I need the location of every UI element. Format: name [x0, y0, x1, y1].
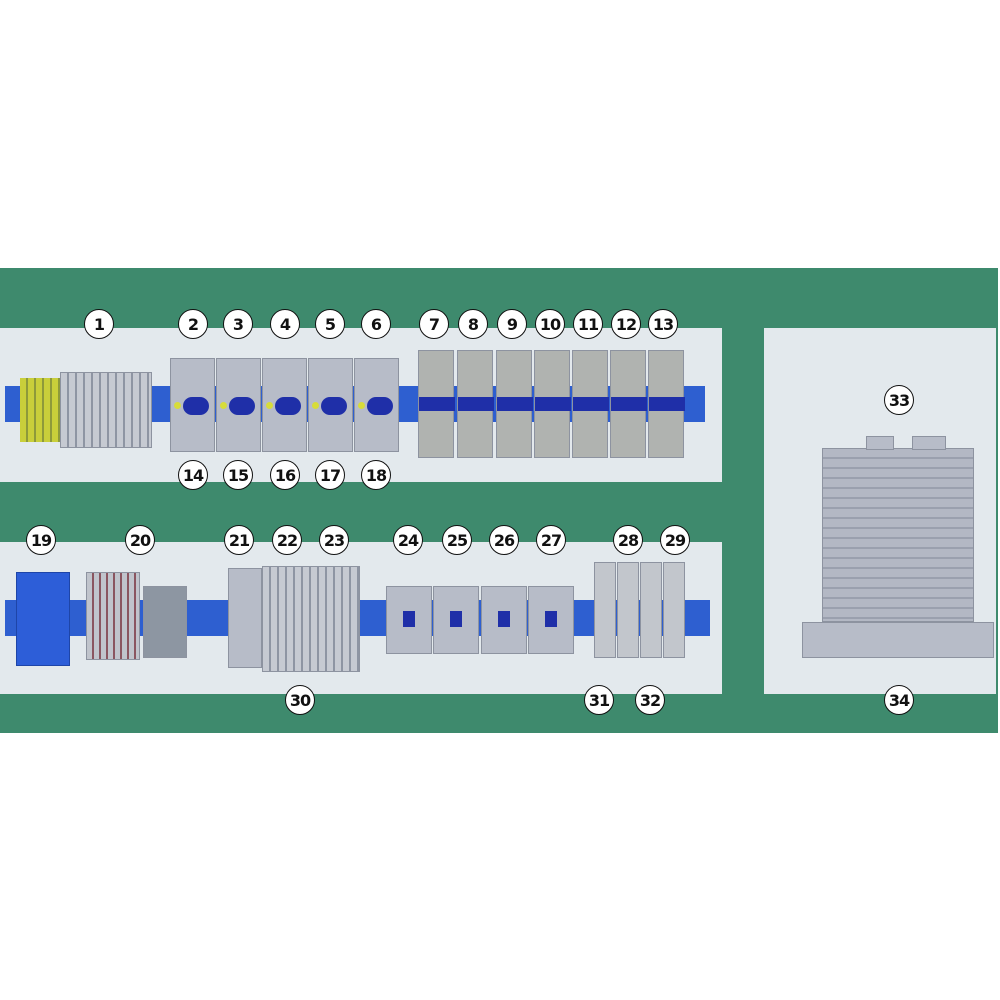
- contactor: [528, 586, 574, 654]
- contactor-window-icon: [403, 611, 415, 627]
- callout-label: 27: [536, 525, 566, 555]
- drive-base: [802, 622, 994, 658]
- indicator-icon: [174, 402, 181, 409]
- breaker-toggle-icon: [458, 397, 494, 411]
- callout-label: 9: [497, 309, 527, 339]
- circuit-breaker: [610, 350, 647, 458]
- callout-label: 10: [535, 309, 565, 339]
- callout-label: 8: [458, 309, 488, 339]
- contactor: [386, 586, 432, 654]
- callout-label: 23: [319, 525, 349, 555]
- callout-label: 31: [584, 685, 614, 715]
- contactor: [481, 586, 527, 654]
- rotary-knob-icon: [367, 397, 393, 415]
- breaker-toggle-icon: [649, 397, 685, 411]
- circuit-breaker: [418, 350, 455, 458]
- callout-label: 17: [315, 460, 345, 490]
- callout-label: 1: [84, 309, 114, 339]
- contactor-window-icon: [450, 611, 462, 627]
- callout-label: 33: [884, 385, 914, 415]
- callout-label: 15: [223, 460, 253, 490]
- rotary-knob-icon: [183, 397, 209, 415]
- callout-label: 18: [361, 460, 391, 490]
- callout-label: 24: [393, 525, 423, 555]
- motor-protection-switch: [216, 358, 261, 452]
- drive-connector: [912, 436, 946, 450]
- breaker-toggle-icon: [497, 397, 533, 411]
- callout-label: 5: [315, 309, 345, 339]
- circuit-breaker: [648, 350, 685, 458]
- rotary-knob-icon: [229, 397, 255, 415]
- contactor-window-icon: [498, 611, 510, 627]
- motor-protection-switch: [262, 358, 307, 452]
- overload-relay: [640, 562, 662, 658]
- callout-label: 25: [442, 525, 472, 555]
- callout-label: 28: [613, 525, 643, 555]
- callout-label: 19: [26, 525, 56, 555]
- circuit-breaker: [496, 350, 533, 458]
- circuit-breaker: [534, 350, 571, 458]
- motor-protection-switch: [308, 358, 353, 452]
- contactor: [433, 586, 479, 654]
- callout-label: 30: [285, 685, 315, 715]
- callout-label: 14: [178, 460, 208, 490]
- overload-relay: [594, 562, 616, 658]
- indicator-icon: [220, 402, 227, 409]
- circuit-breaker: [572, 350, 609, 458]
- callout-label: 13: [648, 309, 678, 339]
- callout-label: 29: [660, 525, 690, 555]
- motor-protection-switch: [170, 358, 215, 452]
- callout-label: 3: [223, 309, 253, 339]
- drive-connector: [866, 436, 894, 450]
- rotary-knob-icon: [275, 397, 301, 415]
- terminal-block-earth: [20, 378, 60, 442]
- callout-label: 22: [272, 525, 302, 555]
- motor-protection-switch: [354, 358, 399, 452]
- callout-label: 7: [419, 309, 449, 339]
- callout-label: 2: [178, 309, 208, 339]
- breaker-toggle-icon: [535, 397, 571, 411]
- callout-label: 4: [270, 309, 300, 339]
- overload-relay: [663, 562, 685, 658]
- indicator-icon: [312, 402, 319, 409]
- breaker-toggle-icon: [419, 397, 455, 411]
- plc-cpu: [228, 568, 262, 668]
- circuit-breaker: [457, 350, 494, 458]
- overload-relay: [617, 562, 639, 658]
- callout-label: 16: [270, 460, 300, 490]
- terminal-blocks: [60, 372, 152, 448]
- callout-label: 21: [224, 525, 254, 555]
- rotary-knob-icon: [321, 397, 347, 415]
- callout-label: 11: [573, 309, 603, 339]
- plc-io-modules: [262, 566, 360, 672]
- io-terminal-module: [143, 586, 187, 658]
- callout-label: 12: [611, 309, 641, 339]
- contactor-window-icon: [545, 611, 557, 627]
- relay-terminals: [86, 572, 140, 660]
- indicator-icon: [358, 402, 365, 409]
- frequency-drive: [822, 448, 974, 622]
- callout-label: 34: [884, 685, 914, 715]
- callout-label: 32: [635, 685, 665, 715]
- callout-label: 26: [489, 525, 519, 555]
- breaker-toggle-icon: [611, 397, 647, 411]
- callout-label: 20: [125, 525, 155, 555]
- breaker-toggle-icon: [573, 397, 609, 411]
- indicator-icon: [266, 402, 273, 409]
- power-supply: [16, 572, 70, 666]
- callout-label: 6: [361, 309, 391, 339]
